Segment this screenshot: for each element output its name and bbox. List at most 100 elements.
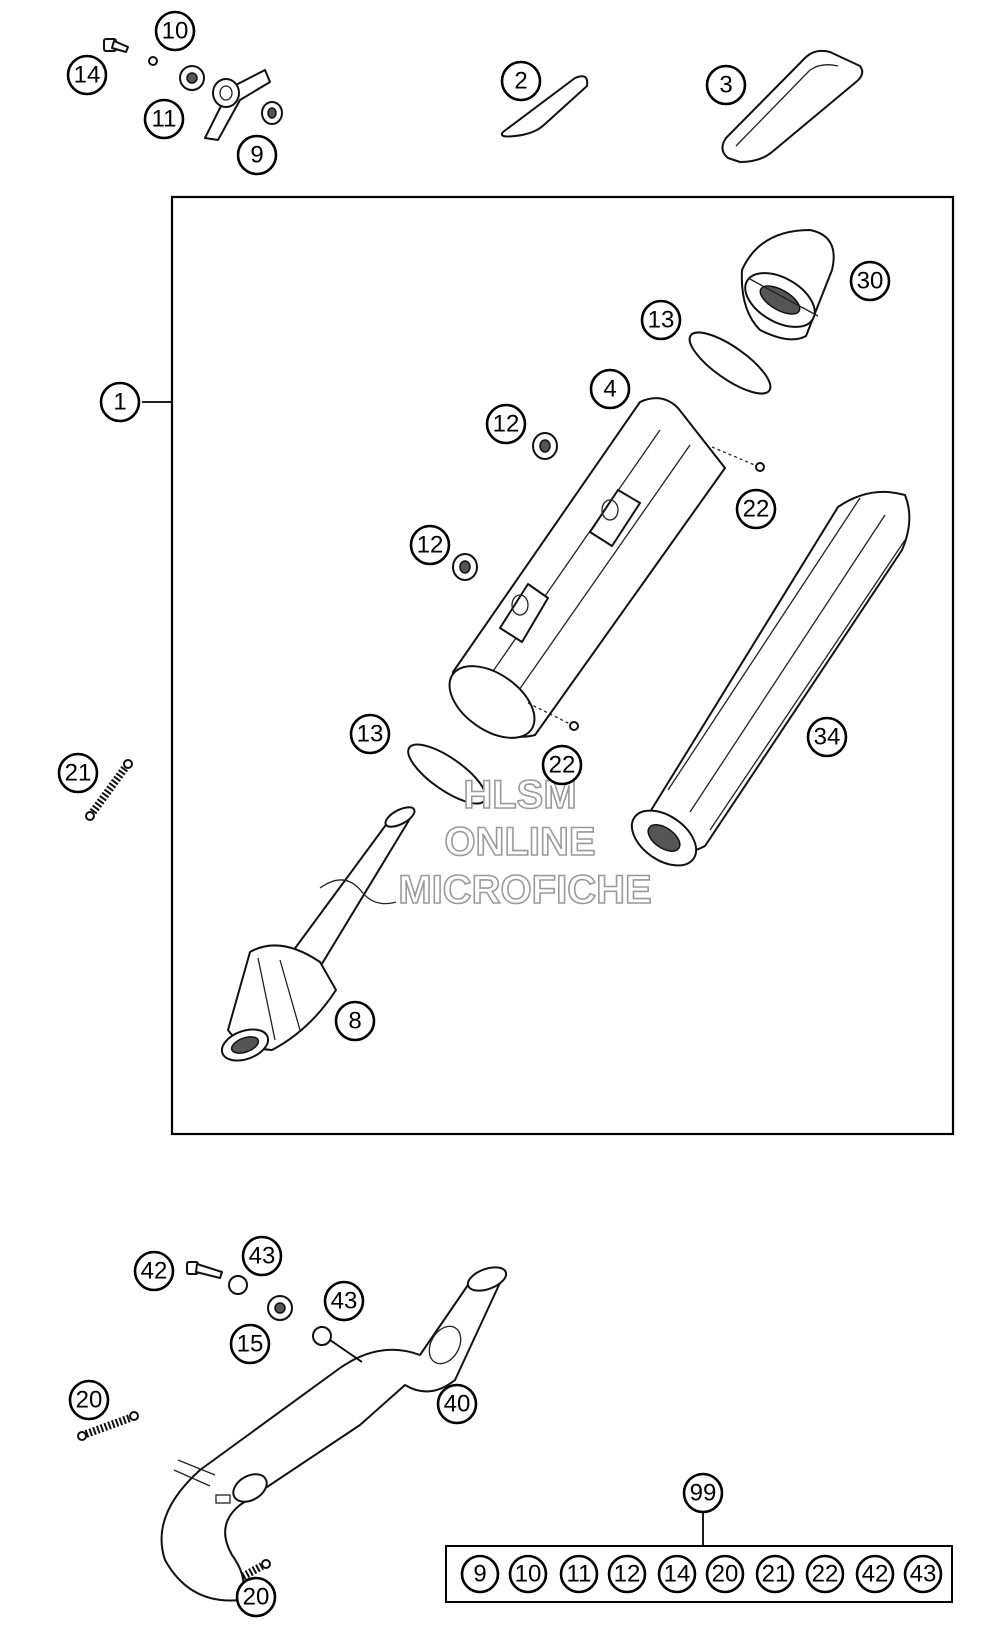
callout-9: 9 — [236, 134, 278, 176]
svg-text:43: 43 — [249, 1243, 276, 1270]
svg-text:43: 43 — [331, 1288, 358, 1315]
kit-item-11: 11 — [559, 1554, 599, 1594]
bushing-part-15 — [267, 1295, 293, 1321]
callout-2: 2 — [500, 60, 542, 102]
heat-guard-part-3 — [721, 49, 864, 163]
mid-pipe-part-8 — [220, 806, 416, 1062]
svg-text:2: 2 — [514, 68, 527, 95]
kit-item-43: 43 — [903, 1554, 943, 1594]
kit-item-42: 42 — [855, 1554, 895, 1594]
callout-43-upper: 43 — [241, 1235, 283, 1277]
svg-text:22: 22 — [812, 1561, 839, 1588]
svg-text:11: 11 — [567, 1561, 592, 1588]
kit-contents: 9 10 11 12 14 20 21 22 42 43 — [460, 1554, 943, 1594]
callout-42: 42 — [133, 1250, 175, 1292]
kit-item-22: 22 — [805, 1554, 845, 1594]
gasket-part-13-upper — [688, 331, 772, 395]
silencer-shell-part-34 — [630, 490, 911, 867]
silencer-inner-part-4 — [448, 397, 726, 739]
kit-item-21: 21 — [755, 1554, 795, 1594]
svg-text:12: 12 — [614, 1561, 641, 1588]
watermark-line-2: ONLINE — [444, 820, 595, 864]
washer-part-43-upper — [228, 1275, 248, 1295]
svg-text:22: 22 — [743, 496, 770, 523]
svg-text:22: 22 — [549, 752, 576, 779]
svg-text:20: 20 — [712, 1561, 739, 1588]
spring-part-21 — [85, 759, 133, 821]
svg-text:12: 12 — [417, 532, 444, 559]
svg-text:9: 9 — [473, 1561, 486, 1588]
callout-21: 21 — [57, 752, 99, 794]
bolt-part-14 — [103, 38, 129, 53]
svg-text:4: 4 — [603, 376, 616, 403]
svg-text:99: 99 — [690, 1480, 717, 1507]
grommet-part-12-lower — [452, 553, 478, 581]
callout-15: 15 — [229, 1323, 271, 1365]
callout-12-lower: 12 — [409, 524, 451, 566]
kit-item-9: 9 — [460, 1554, 500, 1594]
svg-text:42: 42 — [862, 1561, 889, 1588]
callout-99: 99 — [682, 1472, 724, 1514]
header-pipe-part-40 — [160, 1266, 508, 1602]
callout-12-upper: 12 — [485, 403, 527, 445]
callout-43-lower: 43 — [323, 1280, 365, 1322]
svg-text:15: 15 — [237, 1331, 264, 1358]
washer-part-10 — [148, 56, 158, 66]
svg-text:8: 8 — [348, 1008, 361, 1035]
callout-20-lower: 20 — [235, 1576, 277, 1618]
callout-8: 8 — [334, 1000, 376, 1042]
callout-3: 3 — [705, 64, 747, 106]
callout-20-upper: 20 — [68, 1379, 110, 1421]
svg-text:20: 20 — [243, 1584, 270, 1611]
bushing-part-11 — [179, 65, 205, 91]
svg-text:42: 42 — [141, 1258, 168, 1285]
bracket-assembly — [204, 69, 271, 141]
svg-text:40: 40 — [444, 1391, 471, 1418]
callout-14: 14 — [66, 54, 108, 96]
svg-text:21: 21 — [65, 760, 92, 787]
bolt-part-42 — [186, 1261, 223, 1279]
watermark-line-3: MICROFICHE — [398, 868, 651, 912]
spring-part-20-upper — [77, 1411, 139, 1441]
callout-1: 1 — [99, 381, 141, 423]
grommet-part-9 — [261, 101, 283, 125]
svg-text:14: 14 — [664, 1561, 691, 1588]
callout-30: 30 — [849, 260, 891, 302]
callout-34: 34 — [806, 716, 848, 758]
kit-item-14: 14 — [657, 1554, 697, 1594]
kit-item-20: 20 — [705, 1554, 745, 1594]
svg-text:12: 12 — [493, 411, 520, 438]
end-cap-part-30 — [740, 229, 835, 341]
kit-item-10: 10 — [508, 1554, 548, 1594]
callout-13-lower: 13 — [349, 713, 391, 755]
svg-text:11: 11 — [152, 106, 177, 133]
svg-text:21: 21 — [762, 1561, 789, 1588]
svg-text:30: 30 — [857, 268, 884, 295]
callout-22-lower: 22 — [541, 744, 583, 786]
washer-part-43-lower — [312, 1326, 332, 1346]
callout-11: 11 — [143, 98, 185, 140]
svg-text:34: 34 — [814, 724, 841, 751]
svg-text:3: 3 — [719, 72, 732, 99]
svg-text:9: 9 — [250, 142, 263, 169]
svg-text:10: 10 — [162, 18, 189, 45]
callout-10: 10 — [154, 10, 196, 52]
svg-text:10: 10 — [515, 1561, 542, 1588]
svg-text:1: 1 — [113, 389, 126, 416]
sticker-part-2 — [500, 75, 589, 138]
screw-part-22-upper — [711, 446, 765, 472]
kit-item-12: 12 — [607, 1554, 647, 1594]
callout-4: 4 — [589, 368, 631, 410]
svg-text:43: 43 — [910, 1561, 937, 1588]
callout-22-upper: 22 — [735, 488, 777, 530]
screw-part-22-lower — [527, 702, 579, 731]
svg-text:14: 14 — [74, 62, 101, 89]
watermark: HLSM ONLINE MICROFICHE — [398, 772, 653, 913]
callout-40: 40 — [436, 1383, 478, 1425]
svg-text:13: 13 — [648, 307, 675, 334]
gasket-part-13-lower — [407, 743, 487, 805]
grommet-part-12-upper — [532, 432, 558, 460]
callout-13-upper: 13 — [640, 299, 682, 341]
assembly-frame — [170, 195, 955, 1136]
